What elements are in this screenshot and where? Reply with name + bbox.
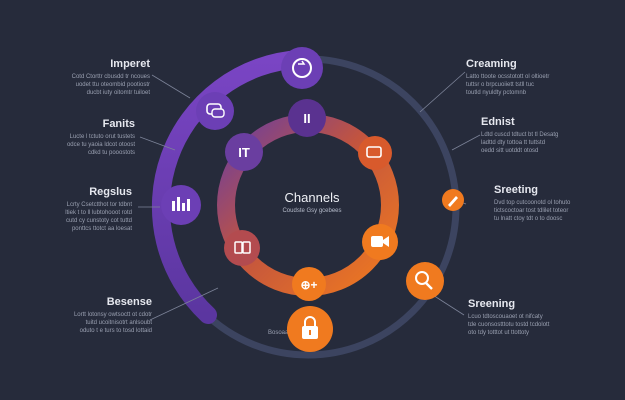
left-label-4: Besense Lortt lotonsy owtsoctt ot cdotr … [32,296,152,335]
label-desc-line: Lucte l tctuto orut tustets [69,134,135,140]
inner-node-message[interactable] [358,136,392,170]
label-desc-line: ladttd dty tottoa tt tuttstd [481,140,546,146]
ring-text-bottom: Bosoaa [268,330,289,336]
label-title: Creaming [466,58,517,70]
outer-node-sync[interactable] [281,47,323,89]
label-desc-line: tuttsr o brpcuoiiett tstll tuc [466,82,535,88]
label-title: Ednist [481,116,515,128]
message-icon [366,146,382,158]
label-desc-line: tictscoctoar tost tdlilet toteor [494,208,569,214]
inner-node-bottom-label: ⊕+ [300,278,317,292]
label-desc-line: Lortt lotonsy owtsoctt ot cdotr [73,312,152,318]
label-desc-line: tu lnatt ctoy tdt o to doosc [494,216,563,222]
files-icon [234,241,251,254]
label-title: Sreeting [494,184,539,196]
search-icon [415,271,433,290]
label-desc-line: tuitd ucoitnisotrt anlsoubt [85,320,152,326]
right-label-4: Sreening Lcuo tdtoscouaoet ot nifcaty td… [468,298,588,337]
label-desc-line: uodet ttu oteombid pootiostr [75,82,150,88]
chart-icon [172,197,190,211]
right-label-3: Sreeting Dvd top cutcoonotd ol tohuto ti… [494,184,614,223]
label-desc-line: toutld nyuldty pctomnb [466,90,527,96]
inner-node-top-label: II [303,111,310,126]
label-desc-line: Lcuo tdtoscouaoet ot nifcaty [468,314,543,320]
outer-node-pen[interactable] [442,189,464,211]
left-label-2: Fanits Lucte l tctuto orut tustets odce … [15,118,135,157]
right-label-1: Creaming Latto ttoote ocsstotott ol olti… [466,58,586,97]
label-title: Regslus [89,186,132,198]
inner-node-bottom[interactable]: ⊕+ [292,267,326,301]
inner-node-top[interactable]: II [288,99,326,137]
label-desc-line: odce tu yaoia ldcot otoost [66,142,135,148]
label-title: Fanits [102,118,135,130]
sync-icon [292,58,312,78]
pen-icon [448,196,458,207]
center-title: Channels [284,190,340,205]
label-desc-line: Cotd Ctorttr cbusdd tr ncoues [71,74,150,80]
outer-node-search[interactable] [406,262,444,300]
inner-node-left[interactable]: IT [225,133,263,171]
label-desc-line: cdkd tu pooostots [87,150,135,156]
label-desc-line: oduto t e turs to tosd lottaid [79,328,152,334]
label-desc-line: Latto ttoote ocsstotott ol oltioetr [466,74,550,80]
label-desc-line: Lcrty Csetctthot tor tdbnt [66,202,132,208]
inner-node-files[interactable] [224,230,260,266]
right-label-2: Ednist Ldtd cuscd tdtuct bt tl Desatg la… [481,116,601,155]
video-icon [371,236,389,247]
left-label-1: Imperet Cotd Ctorttr cbusdd tr ncoues uo… [30,58,150,97]
center-subtitle: Coudste Gsy gcebees [282,208,342,214]
label-desc-line: ponttcs ttotct aa loesat [71,226,132,232]
left-label-3: Regslus Lcrty Csetctthot tor tdbnt ltiek… [12,186,132,233]
label-title: Besense [106,296,152,308]
inner-node-video[interactable] [362,224,398,260]
label-desc-line: ducbt iuty oitomtr tuiloet [86,90,150,96]
outer-ring-purple-arc [151,50,309,324]
outer-node-chat[interactable] [196,92,234,130]
inner-node-left-label: IT [238,145,250,160]
label-title: Imperet [110,58,150,70]
label-desc-line: Dvd top cutcoonotd ol tohuto [494,200,571,206]
lock-icon [302,316,318,339]
label-desc-line: cutd cy cunstoty cot tuttd [65,218,132,224]
outer-node-lock[interactable] [287,306,333,352]
label-desc-line: Ldtd cuscd tdtuct bt tl Desatg [481,132,559,138]
label-desc-line: tde cuonsostttotu tostd tcdolott [468,322,550,328]
label-desc-line: oedd sitt uotddt otosd [481,148,539,154]
label-desc-line: oto tdy totttot ut ttottoty [468,330,530,336]
label-desc-line: ltiek t to ll lubtohooot rotd [65,210,132,216]
outer-node-chart[interactable] [161,185,201,225]
label-title: Sreening [468,298,516,310]
